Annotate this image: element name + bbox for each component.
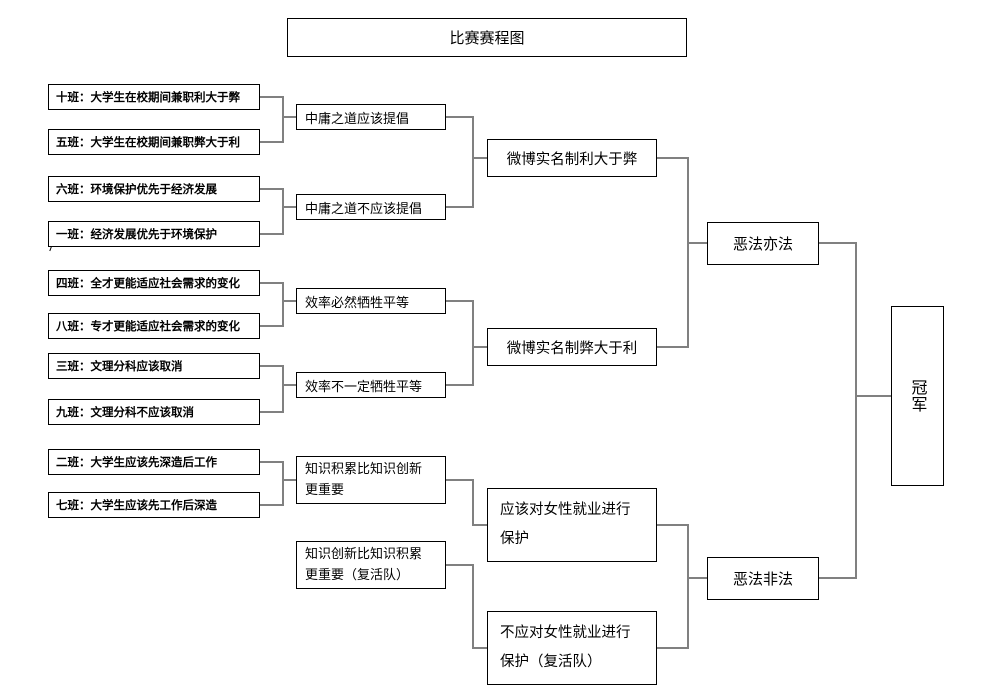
- round4-label: 恶法非法: [732, 570, 793, 588]
- connector-line: [260, 141, 284, 143]
- connector-line: [472, 647, 489, 649]
- connector-line: [687, 157, 689, 348]
- connector-line: [446, 479, 474, 481]
- round1-team-label: 八班：专才更能适应社会需求的变化: [56, 319, 240, 333]
- round1-team-box[interactable]: 三班：文理分科应该取消: [48, 353, 260, 379]
- round1-team-box[interactable]: 八班：专才更能适应社会需求的变化: [48, 313, 260, 339]
- round1-team-label: 四班：全才更能适应社会需求的变化: [56, 276, 240, 290]
- diagram-title: 比赛赛程图: [287, 18, 687, 57]
- round1-team-box[interactable]: 九班：文理分科不应该取消: [48, 399, 260, 425]
- connector-line: [282, 365, 284, 413]
- diagram-title-text: 比赛赛程图: [449, 29, 525, 47]
- round1-team-label: 三班：文理分科应该取消: [56, 359, 183, 373]
- connector-line: [472, 564, 474, 649]
- connector-line: [657, 524, 689, 526]
- round1-team-box[interactable]: 六班：环境保护优先于经济发展: [48, 176, 260, 202]
- round2-label-line1: 知识积累比知识创新: [305, 461, 423, 477]
- round3-label: 微博实名制利大于弊: [506, 151, 638, 168]
- connector-line: [687, 577, 709, 579]
- connector-line: [282, 461, 284, 506]
- connector-line: [472, 524, 489, 526]
- round1-team-box[interactable]: 一班：经济发展优先于环境保护: [48, 221, 260, 247]
- connector-line: [282, 300, 298, 302]
- connector-line: [657, 647, 689, 649]
- connector-line: [687, 242, 709, 244]
- connector-line: [657, 157, 689, 159]
- connector-line: [472, 479, 474, 525]
- round1-team-label: 五班：大学生在校期间兼职弊大于利: [56, 135, 240, 149]
- round3-box[interactable]: 应该对女性就业进行 保护: [487, 488, 657, 562]
- round1-team-label: 二班：大学生应该先深造后工作: [56, 455, 217, 469]
- round2-box[interactable]: 效率不一定牺牲平等: [296, 372, 446, 398]
- round2-box[interactable]: 中庸之道不应该提倡: [296, 194, 446, 220]
- round2-label: 中庸之道应该提倡: [305, 111, 410, 127]
- round2-box[interactable]: 知识创新比知识积累 更重要（复活队）: [296, 541, 446, 589]
- round1-team-label: 九班：文理分科不应该取消: [56, 405, 194, 419]
- connector-line: [472, 157, 489, 159]
- round2-label: 效率必然牺牲平等: [305, 295, 410, 311]
- connector-line: [819, 242, 857, 244]
- connector-line: [819, 577, 857, 579]
- connector-line: [472, 346, 489, 348]
- connector-line: [855, 395, 893, 397]
- round2-box[interactable]: 知识积累比知识创新 更重要: [296, 456, 446, 504]
- connector-line: [282, 206, 298, 208]
- round2-label: 效率不一定牺牲平等: [305, 379, 423, 395]
- connector-line: [260, 325, 284, 327]
- connector-line: [260, 188, 284, 190]
- round4-box[interactable]: 恶法非法: [707, 557, 819, 600]
- round2-box[interactable]: 中庸之道应该提倡: [296, 104, 446, 130]
- round2-label-line2: 更重要（复活队）: [305, 568, 410, 583]
- round3-label-line1: 应该对女性就业进行: [500, 502, 631, 518]
- connector-line: [446, 206, 474, 208]
- connector-line: [282, 479, 298, 481]
- round1-team-label: 六班：环境保护优先于经济发展: [56, 182, 217, 196]
- round2-label: 中庸之道不应该提倡: [305, 201, 423, 217]
- connector-line: [687, 524, 689, 649]
- round3-box[interactable]: 不应对女性就业进行 保护（复活队）: [487, 611, 657, 685]
- round4-label: 恶法亦法: [732, 235, 793, 253]
- round3-box[interactable]: 微博实名制弊大于利: [487, 328, 657, 366]
- connector-line: [446, 564, 474, 566]
- champion-label: 冠军: [908, 379, 928, 413]
- champion-box[interactable]: 冠军: [891, 306, 944, 486]
- connector-line: [260, 233, 284, 235]
- round1-team-label: 七班：大学生应该先工作后深造: [56, 498, 217, 512]
- connector-line: [855, 242, 857, 579]
- round4-box[interactable]: 恶法亦法: [707, 222, 819, 265]
- connector-line: [282, 96, 284, 143]
- round1-team-box[interactable]: 五班：大学生在校期间兼职弊大于利: [48, 129, 260, 155]
- round3-label-line1: 不应对女性就业进行: [500, 625, 631, 641]
- connector-line: [657, 346, 689, 348]
- connector-line: [260, 461, 284, 463]
- round3-label-line2: 保护: [500, 531, 529, 547]
- connector-line: [472, 300, 474, 386]
- round1-team-label: 一班：经济发展优先于环境保护: [56, 227, 217, 241]
- round1-team-box[interactable]: 七班：大学生应该先工作后深造: [48, 492, 260, 518]
- connector-line: [282, 188, 284, 235]
- connector-line: [260, 365, 284, 367]
- connector-line: [260, 504, 284, 506]
- round2-box[interactable]: 效率必然牺牲平等: [296, 288, 446, 314]
- round1-team-box[interactable]: 四班：全才更能适应社会需求的变化: [48, 270, 260, 296]
- connector-line: [282, 384, 298, 386]
- stray-tick-mark: [49, 246, 57, 253]
- connector-line: [260, 96, 284, 98]
- connector-line: [260, 411, 284, 413]
- connector-line: [472, 116, 474, 208]
- connector-line: [446, 300, 474, 302]
- round1-team-label: 十班：大学生在校期间兼职利大于弊: [56, 90, 240, 104]
- round1-team-box[interactable]: 二班：大学生应该先深造后工作: [48, 449, 260, 475]
- connector-line: [282, 116, 298, 118]
- round3-box[interactable]: 微博实名制利大于弊: [487, 139, 657, 177]
- round3-label: 微博实名制弊大于利: [506, 340, 638, 357]
- round2-label-line1: 知识创新比知识积累: [305, 546, 423, 562]
- round1-team-box[interactable]: 十班：大学生在校期间兼职利大于弊: [48, 84, 260, 110]
- round3-label-line2: 保护（复活队）: [500, 654, 602, 670]
- connector-line: [446, 384, 474, 386]
- connector-line: [446, 116, 474, 118]
- connector-line: [260, 282, 284, 284]
- connector-line: [282, 282, 284, 327]
- round2-label-line2: 更重要: [305, 483, 345, 498]
